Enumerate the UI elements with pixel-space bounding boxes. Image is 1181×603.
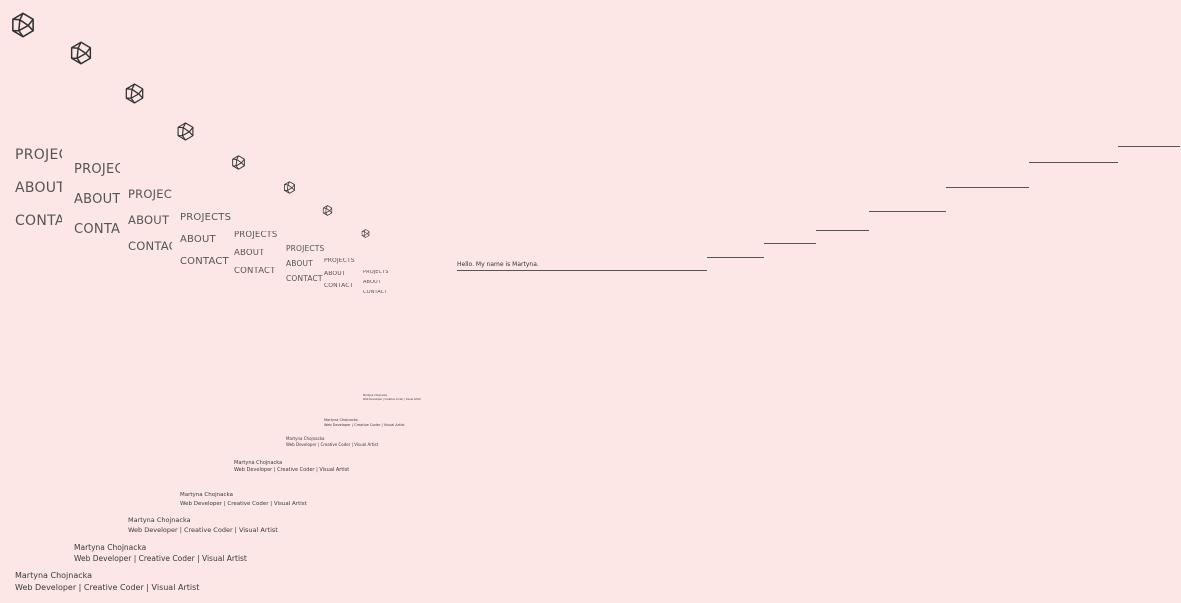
main-nav: PROJECTS ABOUT CONTACT [15, 148, 62, 247]
footer-name: Martyna Chojnacka [128, 516, 191, 524]
nav-contact-link[interactable]: CONTACT [286, 275, 323, 283]
logo-icon[interactable] [69, 41, 93, 65]
nav-contact-link[interactable]: CONTACT [234, 267, 276, 276]
nav-contact-link[interactable]: CONTACT [74, 223, 120, 236]
footer-name: Martyna Chojnacka [74, 543, 147, 552]
logo-icon[interactable] [10, 12, 36, 38]
echo-underline [1118, 146, 1180, 147]
nav-about-link[interactable]: ABOUT [180, 235, 216, 245]
logo-icon[interactable] [361, 229, 370, 238]
footer-role: Web Developer | Creative Coder | Visual … [286, 442, 379, 447]
nav-projects-link[interactable]: PROJECTS [74, 163, 120, 176]
footer-credits: Martyna Chojnacka Web Developer | Creati… [363, 394, 421, 402]
footer-role: Web Developer | Creative Coder | Visual … [128, 526, 278, 534]
main-nav: PROJECTS ABOUT CONTACT [180, 213, 300, 279]
footer-credits: Martyna Chojnacka Web Developer | Creati… [74, 542, 247, 564]
footer-name: Martyna Chojnacka [363, 394, 388, 397]
echo-underline [707, 257, 764, 258]
echo-underline [946, 187, 1029, 188]
footer-role: Web Developer | Creative Coder | Visual … [15, 583, 200, 592]
logo-icon[interactable] [176, 122, 195, 141]
nav-contact-link[interactable]: CONTACT [363, 290, 388, 295]
footer-credits: Martyna Chojnacka Web Developer | Creati… [324, 418, 405, 428]
main-nav: PROJECTS ABOUT CONTACT [234, 231, 354, 285]
nav-projects-link[interactable]: PROJECTS [324, 258, 355, 264]
echo-underline [869, 211, 946, 212]
nav-contact-link[interactable]: CONTACT [180, 257, 229, 267]
nav-projects-link[interactable]: PROJECTS [128, 189, 172, 201]
nav-about-link[interactable]: ABOUT [128, 215, 170, 227]
nav-about-link[interactable]: ABOUT [324, 270, 346, 277]
logo-icon[interactable] [124, 83, 145, 104]
nav-projects-link[interactable]: PROJECTS [286, 245, 325, 253]
main-nav: PROJECTS ABOUT CONTACT [128, 189, 172, 267]
logo-icon[interactable] [283, 181, 296, 194]
nav-about-link[interactable]: ABOUT [15, 181, 62, 195]
greeting-underline [457, 270, 707, 271]
nav-about-link[interactable]: ABOUT [234, 249, 265, 258]
main-nav: PROJECTS ABOUT CONTACT [363, 270, 483, 300]
nav-projects-link[interactable]: PROJECTS [234, 231, 278, 240]
footer-credits: Martyna Chojnacka Web Developer | Creati… [180, 491, 307, 509]
echo-underline [1029, 162, 1118, 163]
footer-role: Web Developer | Creative Coder | Visual … [180, 501, 307, 507]
footer-name: Martyna Chojnacka [324, 418, 358, 422]
footer-name: Martyna Chojnacka [15, 571, 93, 580]
nav-projects-link[interactable]: PROJECTS [363, 270, 389, 275]
footer-role: Web Developer | Creative Coder | Visual … [363, 398, 421, 401]
main-nav: PROJECTS ABOUT CONTACT [324, 258, 444, 296]
nav-projects-link[interactable]: PROJECTS [180, 213, 232, 223]
footer-credits: Martyna Chojnacka Web Developer | Creati… [15, 570, 199, 594]
footer-name: Martyna Chojnacka [180, 492, 233, 498]
footer-name: Martyna Chojnacka [234, 460, 283, 466]
nav-about-link[interactable]: ABOUT [363, 280, 381, 285]
logo-icon[interactable] [231, 155, 246, 170]
greeting-text: Hello. My name is Martyna. [457, 261, 539, 268]
footer-credits: Martyna Chojnacka Web Developer | Creati… [234, 460, 349, 474]
nav-contact-link[interactable]: CONTACT [128, 241, 172, 253]
nav-contact-link[interactable]: CONTACT [324, 283, 354, 289]
footer-name: Martyna Chojnacka [286, 436, 325, 441]
echo-underline [816, 230, 869, 231]
footer-credits: Martyna Chojnacka Web Developer | Creati… [128, 515, 278, 535]
nav-projects-link[interactable]: PROJECTS [15, 148, 62, 162]
footer-role: Web Developer | Creative Coder | Visual … [74, 554, 247, 563]
footer-credits: Martyna Chojnacka Web Developer | Creati… [286, 436, 378, 448]
main-nav: PROJECTS ABOUT CONTACT [74, 163, 120, 253]
logo-icon[interactable] [322, 205, 333, 216]
footer-role: Web Developer | Creative Coder | Visual … [234, 467, 350, 473]
footer-role: Web Developer | Creative Coder | Visual … [324, 423, 405, 427]
echo-underline [764, 243, 816, 244]
nav-about-link[interactable]: ABOUT [286, 260, 313, 268]
nav-contact-link[interactable]: CONTACT [15, 214, 62, 228]
nav-about-link[interactable]: ABOUT [74, 193, 120, 206]
main-nav: PROJECTS ABOUT CONTACT [286, 245, 406, 290]
